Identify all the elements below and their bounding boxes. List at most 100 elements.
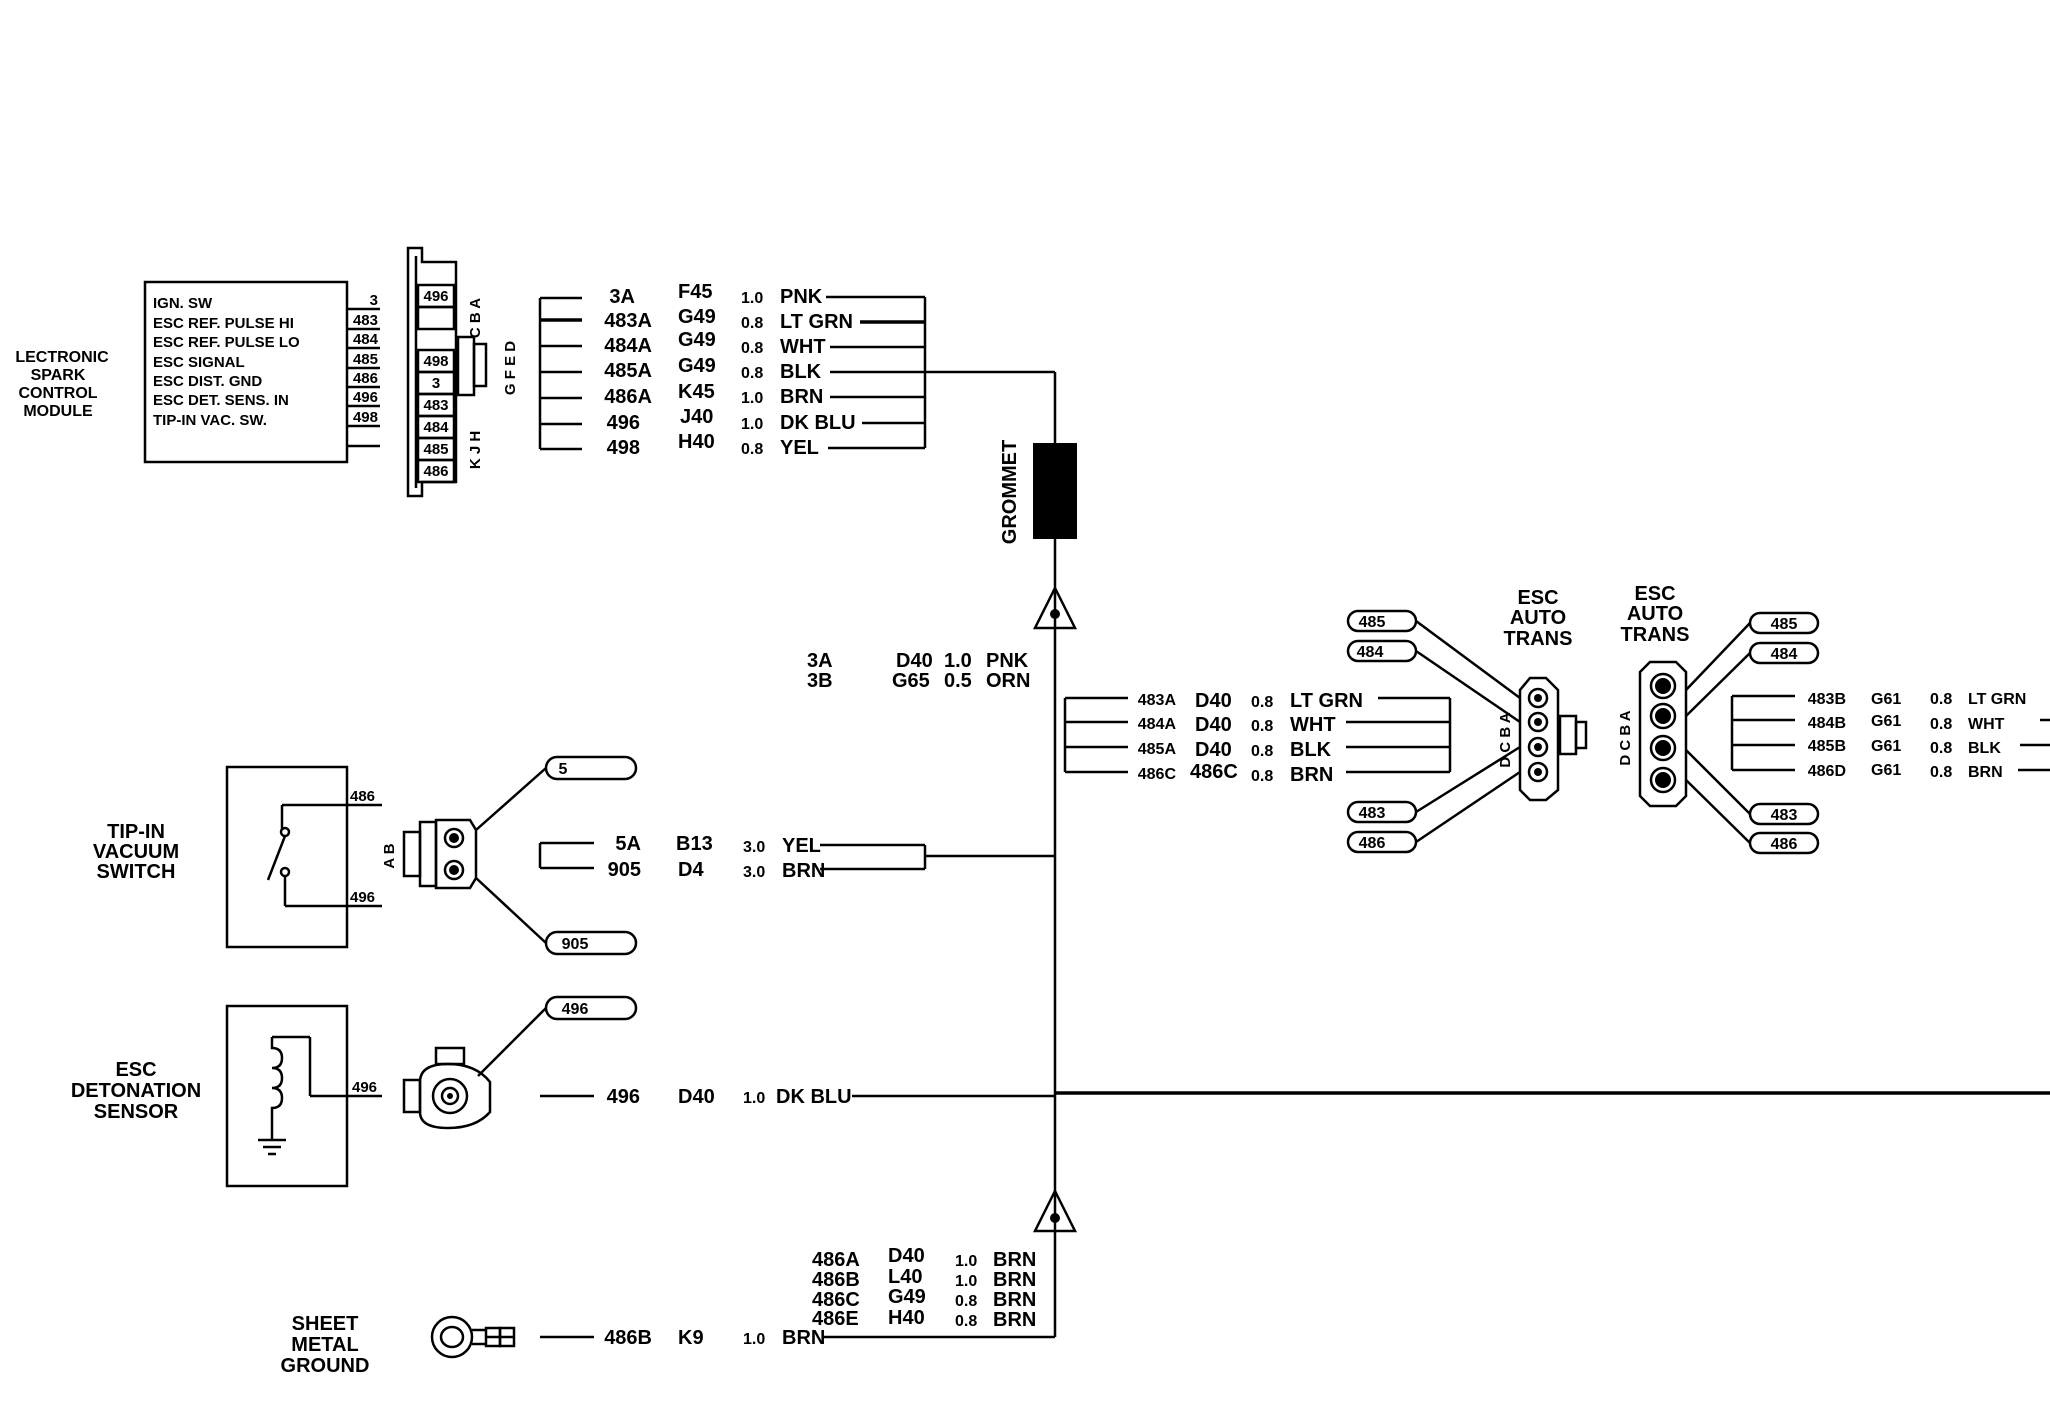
svg-text:DK BLU: DK BLU <box>776 1086 852 1108</box>
svg-text:484A: 484A <box>1138 716 1177 733</box>
splice-top <box>1032 585 1078 630</box>
svg-text:BLK: BLK <box>780 361 822 383</box>
svg-text:D40: D40 <box>1195 690 1232 712</box>
ecm-pin-number: 3 <box>370 292 378 309</box>
svg-text:D40: D40 <box>896 650 933 672</box>
ecm-pin-stubs: 3 483 484 485 486 496 498 <box>347 292 380 448</box>
ecm-wire-row: 498 H40 0.8 YEL <box>607 431 819 459</box>
svg-text:3.0: 3.0 <box>743 864 765 881</box>
ecm-cavity-label: 483 <box>423 397 448 414</box>
circuit-tag: 485 <box>1359 614 1386 631</box>
ecm-function-label: IGN. SW <box>153 295 213 312</box>
detonation-connector <box>402 1046 492 1130</box>
grommet: GROMMET <box>999 440 1077 544</box>
svg-text:0.8: 0.8 <box>741 365 763 382</box>
svg-text:K45: K45 <box>678 381 715 403</box>
ecm-cavity-label: 484 <box>423 419 449 436</box>
svg-text:YEL: YEL <box>782 835 821 857</box>
svg-text:486B: 486B <box>812 1269 860 1291</box>
svg-text:BRN: BRN <box>993 1289 1036 1311</box>
svg-text:TIP-IN: TIP-IN <box>107 821 165 843</box>
ecm-connector-letters: G F E D <box>502 341 519 395</box>
svg-text:3B: 3B <box>807 670 833 692</box>
ecm-pin-number: 484 <box>353 331 379 348</box>
svg-text:0.5: 0.5 <box>944 670 972 692</box>
svg-text:G61: G61 <box>1871 713 1901 730</box>
tip-in-connector: A B <box>381 818 478 890</box>
svg-text:1.0: 1.0 <box>955 1273 977 1290</box>
ecm-title: LECTRONIC SPARK CONTROL MODULE <box>15 349 109 420</box>
ground-splice-wires: 486A D40 1.0 BRN 486B L40 1.0 BRN 486C G… <box>812 1245 1036 1331</box>
ecm-function-label: ESC REF. PULSE HI <box>153 315 294 332</box>
ground-terminal-icon <box>430 1315 516 1359</box>
ecm-harness: 3A F45 1.0 PNK 483A G49 0.8 LT GRN 484A … <box>538 281 1057 459</box>
svg-text:K9: K9 <box>678 1327 704 1349</box>
circuit-tag: 486 <box>1771 836 1798 853</box>
svg-text:486A: 486A <box>812 1249 860 1271</box>
svg-text:905: 905 <box>608 859 641 881</box>
circuit-tag: 485 <box>1771 616 1798 633</box>
svg-text:SWITCH: SWITCH <box>97 861 176 883</box>
svg-text:H40: H40 <box>678 431 715 453</box>
ecm-wire-row: 484A G49 0.8 WHT <box>604 329 825 358</box>
svg-text:3A: 3A <box>609 286 635 308</box>
svg-text:G49: G49 <box>678 306 716 328</box>
svg-text:ESC: ESC <box>1517 587 1558 609</box>
svg-text:0.8: 0.8 <box>955 1313 977 1330</box>
svg-text:ESC: ESC <box>115 1059 156 1081</box>
circuit-tag: 496 <box>562 1001 589 1018</box>
tip-in-tags: 5 905 <box>475 755 638 956</box>
svg-text:5A: 5A <box>615 833 641 855</box>
ecm-wire-row: 496 J40 1.0 DK BLU <box>607 406 856 434</box>
ecm-pin-number: 485 <box>353 351 378 368</box>
ecm-connector-letters: C B A <box>467 298 484 338</box>
svg-text:G61: G61 <box>1871 762 1901 779</box>
svg-text:485A: 485A <box>604 360 652 382</box>
grommet-label: GROMMET <box>999 440 1021 544</box>
svg-text:A B: A B <box>381 843 398 868</box>
detonation-tag: 496 <box>477 995 638 1077</box>
svg-text:TRANS: TRANS <box>1621 624 1690 646</box>
trans-left-tags: 485 484 483 486 <box>1346 609 1521 854</box>
svg-text:D40: D40 <box>1195 739 1232 761</box>
svg-text:WHT: WHT <box>780 336 826 358</box>
tip-in-switch-box <box>225 765 349 949</box>
svg-text:L40: L40 <box>888 1266 922 1288</box>
ground-wire: 486B K9 1.0 BRN <box>540 1327 1055 1349</box>
svg-text:486C: 486C <box>1190 761 1238 783</box>
svg-text:0.8: 0.8 <box>741 340 763 357</box>
svg-text:486A: 486A <box>604 386 652 408</box>
circuit-tag: 483 <box>1359 805 1386 822</box>
tip-in-switch-symbol: 486 496 <box>266 788 382 908</box>
svg-text:1.0: 1.0 <box>944 650 972 672</box>
svg-text:486E: 486E <box>812 1308 859 1330</box>
svg-text:G49: G49 <box>678 329 716 351</box>
svg-text:SENSOR: SENSOR <box>94 1101 179 1123</box>
splice-bottom <box>1032 1188 1078 1233</box>
svg-text:VACUUM: VACUUM <box>93 841 179 863</box>
detonation-pin-label: 496 <box>352 1079 377 1096</box>
svg-text:YEL: YEL <box>780 437 819 459</box>
detonation-wire: 496 D40 1.0 DK BLU <box>540 1086 2050 1108</box>
svg-text:BLK: BLK <box>1290 739 1332 761</box>
ecm-pin-number: 486 <box>353 370 378 387</box>
svg-text:BRN: BRN <box>782 1327 825 1349</box>
svg-text:0.8: 0.8 <box>1251 694 1273 711</box>
circuit-tag: 486 <box>1359 835 1386 852</box>
svg-text:ESC: ESC <box>1634 583 1675 605</box>
svg-text:F45: F45 <box>678 281 712 303</box>
coil-icon: 496 <box>258 1035 382 1156</box>
svg-text:485B: 485B <box>1808 738 1846 755</box>
ecm-connector: 496 498 3 483 484 485 486 C B A G F E D … <box>406 246 519 498</box>
svg-text:486D: 486D <box>1808 763 1846 780</box>
svg-text:BRN: BRN <box>1290 764 1333 786</box>
svg-text:WHT: WHT <box>1968 716 2005 733</box>
svg-text:H40: H40 <box>888 1307 925 1329</box>
ecm-pin-number: 483 <box>353 312 378 329</box>
svg-text:1.0: 1.0 <box>955 1253 977 1270</box>
svg-text:3A: 3A <box>807 650 833 672</box>
circuit-tag: 905 <box>562 936 589 953</box>
svg-text:ORN: ORN <box>986 670 1030 692</box>
ecm-title-line-4: MODULE <box>23 403 93 420</box>
esc-auto-trans-left-connector: ESC AUTO TRANS D C B A <box>1497 587 1588 802</box>
